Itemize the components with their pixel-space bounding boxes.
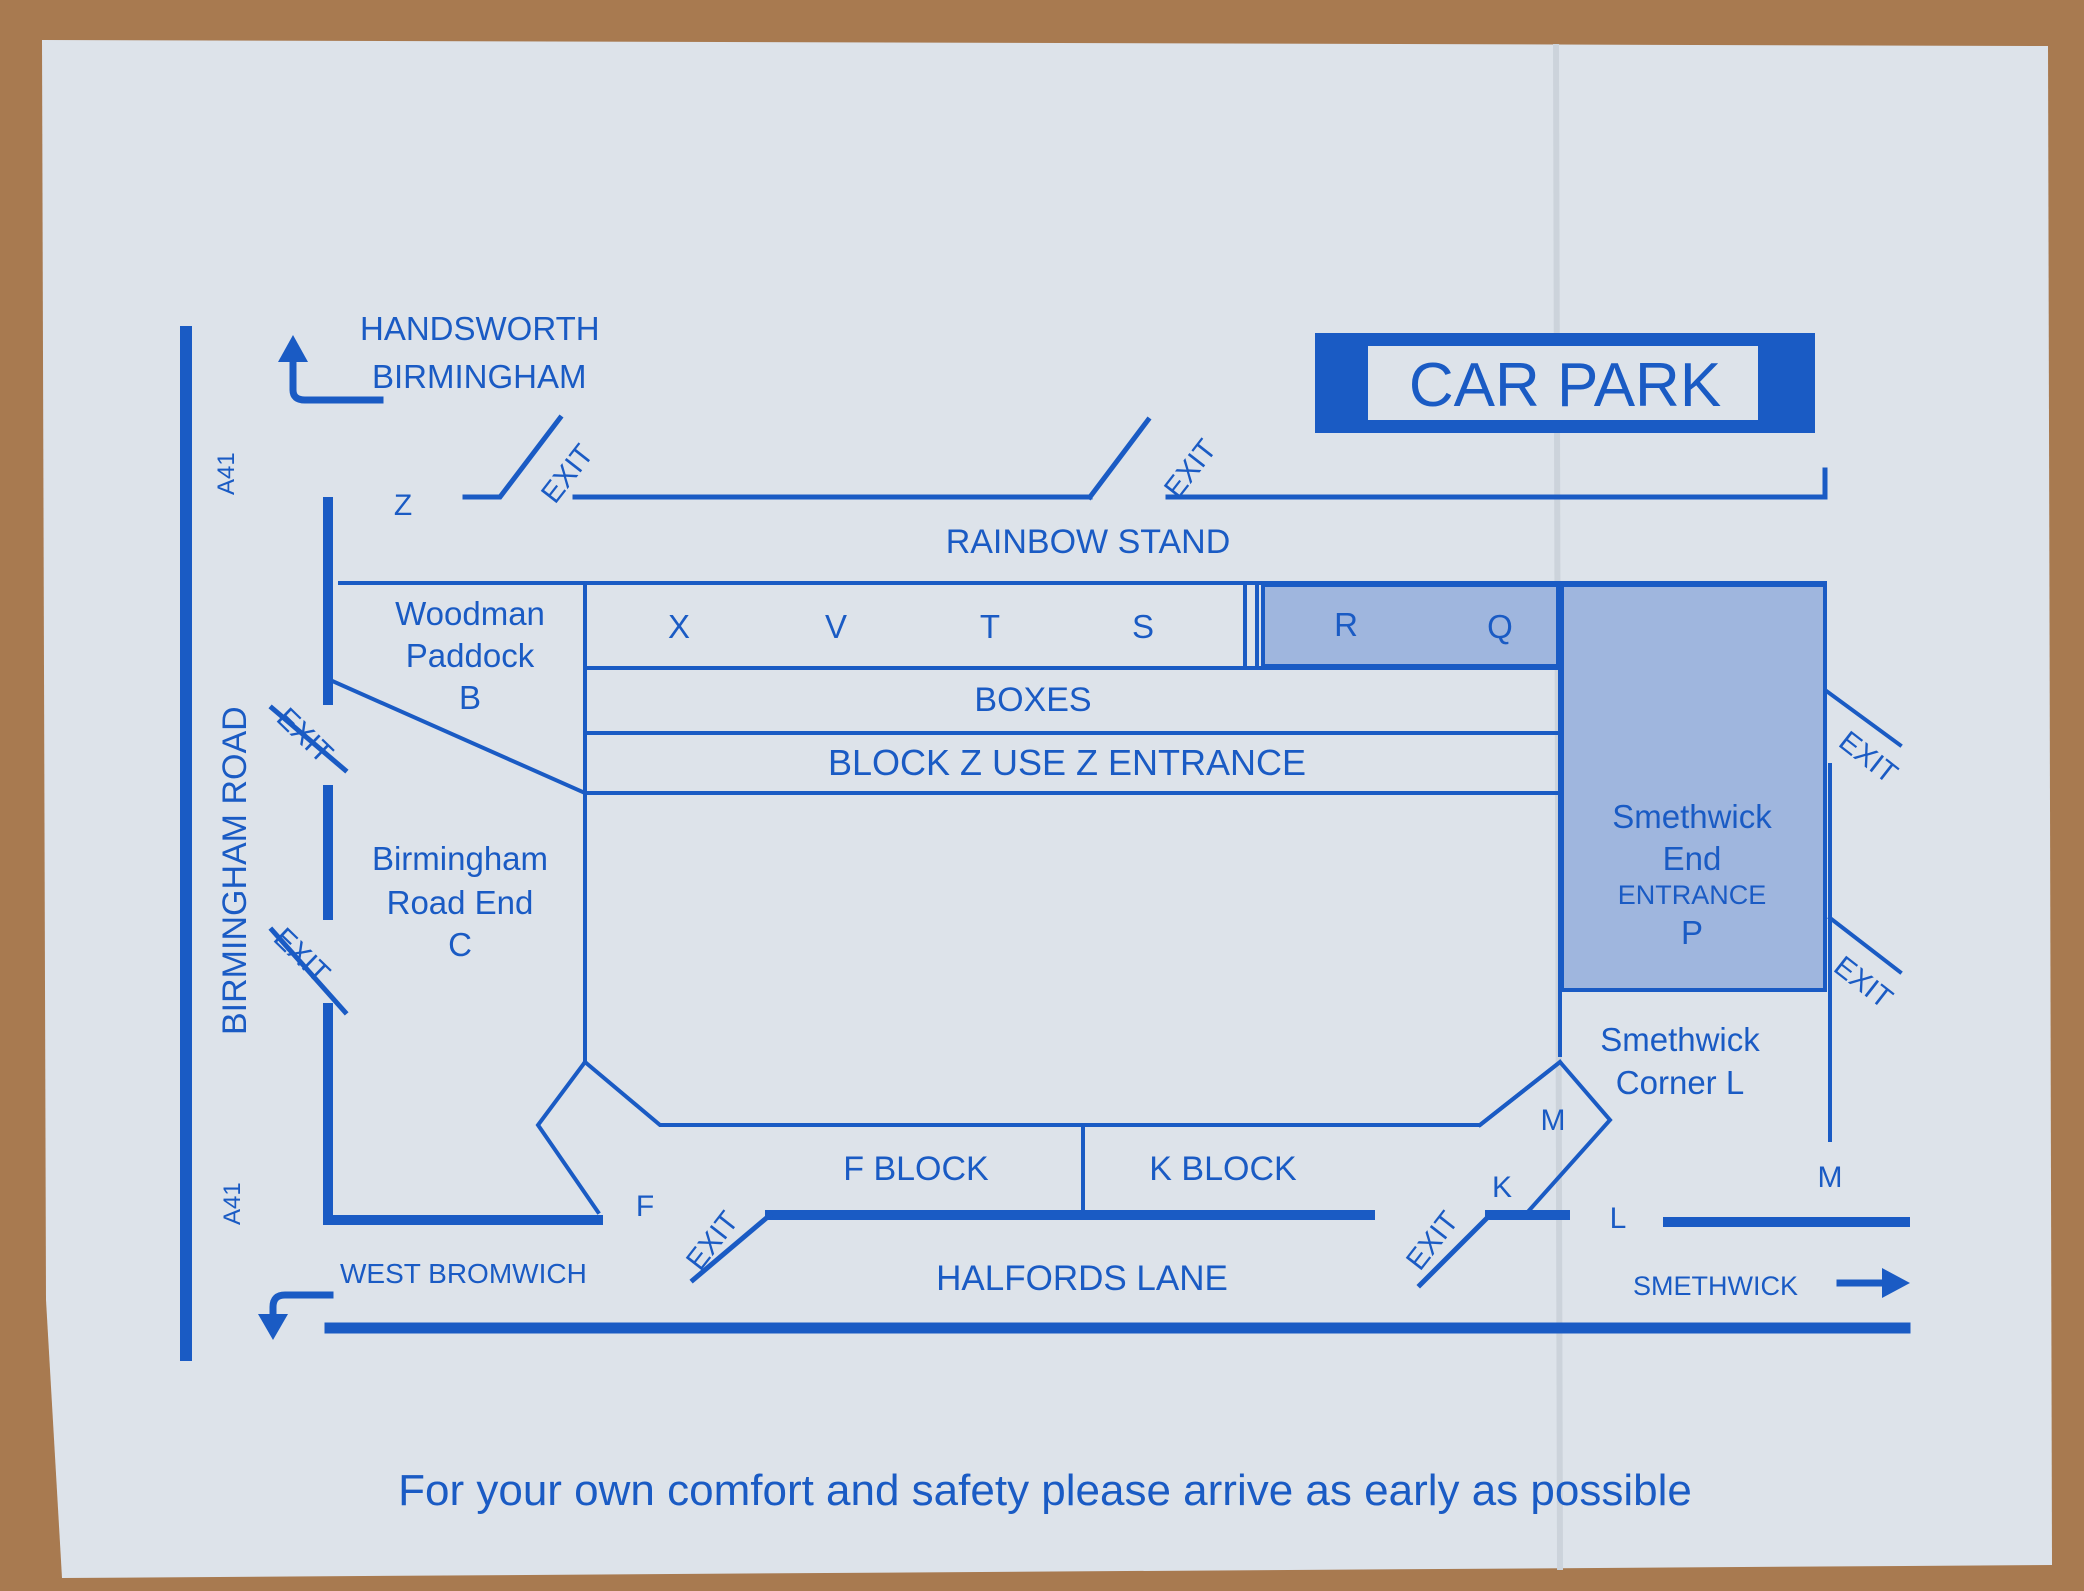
rainbow-stand-label: RAINBOW STAND: [946, 523, 1231, 561]
k-block-label: K BLOCK: [1149, 1150, 1297, 1188]
block-z-label: BLOCK Z USE Z ENTRANCE: [828, 742, 1306, 783]
letter-f: F: [636, 1190, 654, 1223]
map-lines: [180, 326, 1911, 1361]
smethwick-corner-gate: [1477, 1059, 1613, 1218]
exit-gate-west-lower: [268, 926, 349, 1016]
north-direction-line2: BIRMINGHAM: [372, 358, 587, 395]
smethwick-direction-label: SMETHWICK: [1633, 1271, 1798, 1301]
section-v: V: [825, 608, 847, 645]
north-arrow-head: [278, 335, 308, 362]
birmingham-road-label: BIRMINGHAM ROAD: [216, 706, 254, 1035]
smethwick-end-entrance: ENTRANCE: [1618, 880, 1767, 910]
section-s: S: [1132, 608, 1154, 645]
section-r: R: [1334, 606, 1358, 643]
a41-label-top: A41: [213, 452, 240, 495]
shaded-areas: [258, 333, 1910, 1340]
letter-m-gate: M: [1541, 1104, 1566, 1137]
woodman-paddock-line3: B: [459, 679, 481, 716]
letter-z: Z: [394, 489, 412, 522]
birmingham-road-end-line1: Birmingham: [372, 840, 548, 877]
car-park-label: CAR PARK: [1409, 351, 1721, 420]
woodman-paddock-line1: Woodman: [395, 595, 545, 632]
birmingham-road-end-line3: C: [448, 926, 472, 963]
smethwick-end-line1: Smethwick: [1612, 798, 1772, 835]
smethwick-end-shaded: [1560, 583, 1827, 992]
letter-k: K: [1492, 1171, 1512, 1204]
north-direction-line1: HANDSWORTH: [360, 310, 600, 347]
section-t: T: [980, 608, 1000, 645]
halfords-lane-label: HALFORDS LANE: [936, 1259, 1228, 1298]
exit-gate-east-lower: [1827, 915, 1903, 975]
car-park-inner: [1368, 346, 1758, 420]
woodman-paddock-line2: Paddock: [406, 637, 535, 674]
west-bromwich-label: WEST BROMWICH: [340, 1258, 587, 1289]
north-boundary-right: [1165, 467, 1828, 500]
shaded-sections-r-q: [1261, 583, 1560, 668]
north-arrow-shaft: [289, 346, 384, 404]
exit-gate-west-upper: [268, 704, 349, 774]
letter-m-east: M: [1818, 1161, 1843, 1194]
west-arrow-shaft: [269, 1291, 334, 1329]
smethwick-end-letter: P: [1681, 914, 1703, 951]
exit-gate-north: [1086, 416, 1152, 501]
east-arrow-head: [1882, 1268, 1910, 1298]
woodman-paddock-divider: [327, 677, 588, 796]
section-x: X: [668, 608, 690, 645]
section-q: Q: [1487, 608, 1513, 645]
birmingham-road-end-line2: Road End: [387, 884, 534, 921]
f-block-label: F BLOCK: [843, 1150, 989, 1188]
exit-gate-k: [1416, 1211, 1494, 1289]
smethwick-corner-line1: Smethwick: [1600, 1021, 1760, 1058]
boxes-label: BOXES: [974, 681, 1091, 719]
west-arrow-head: [258, 1314, 288, 1340]
smethwick-corner-line2: Corner L: [1616, 1064, 1744, 1101]
a41-label-bottom: A41: [219, 1182, 246, 1225]
footer-note: For your own comfort and safety please a…: [398, 1466, 1692, 1515]
west-boundary-bottom: [323, 1003, 603, 1225]
smethwick-end-line2: End: [1663, 840, 1722, 877]
exit-gate-east-upper: [1822, 687, 1903, 748]
exit-gate-f: [689, 1211, 774, 1284]
exit-gate-z: [462, 414, 564, 500]
letter-l: L: [1610, 1202, 1627, 1235]
